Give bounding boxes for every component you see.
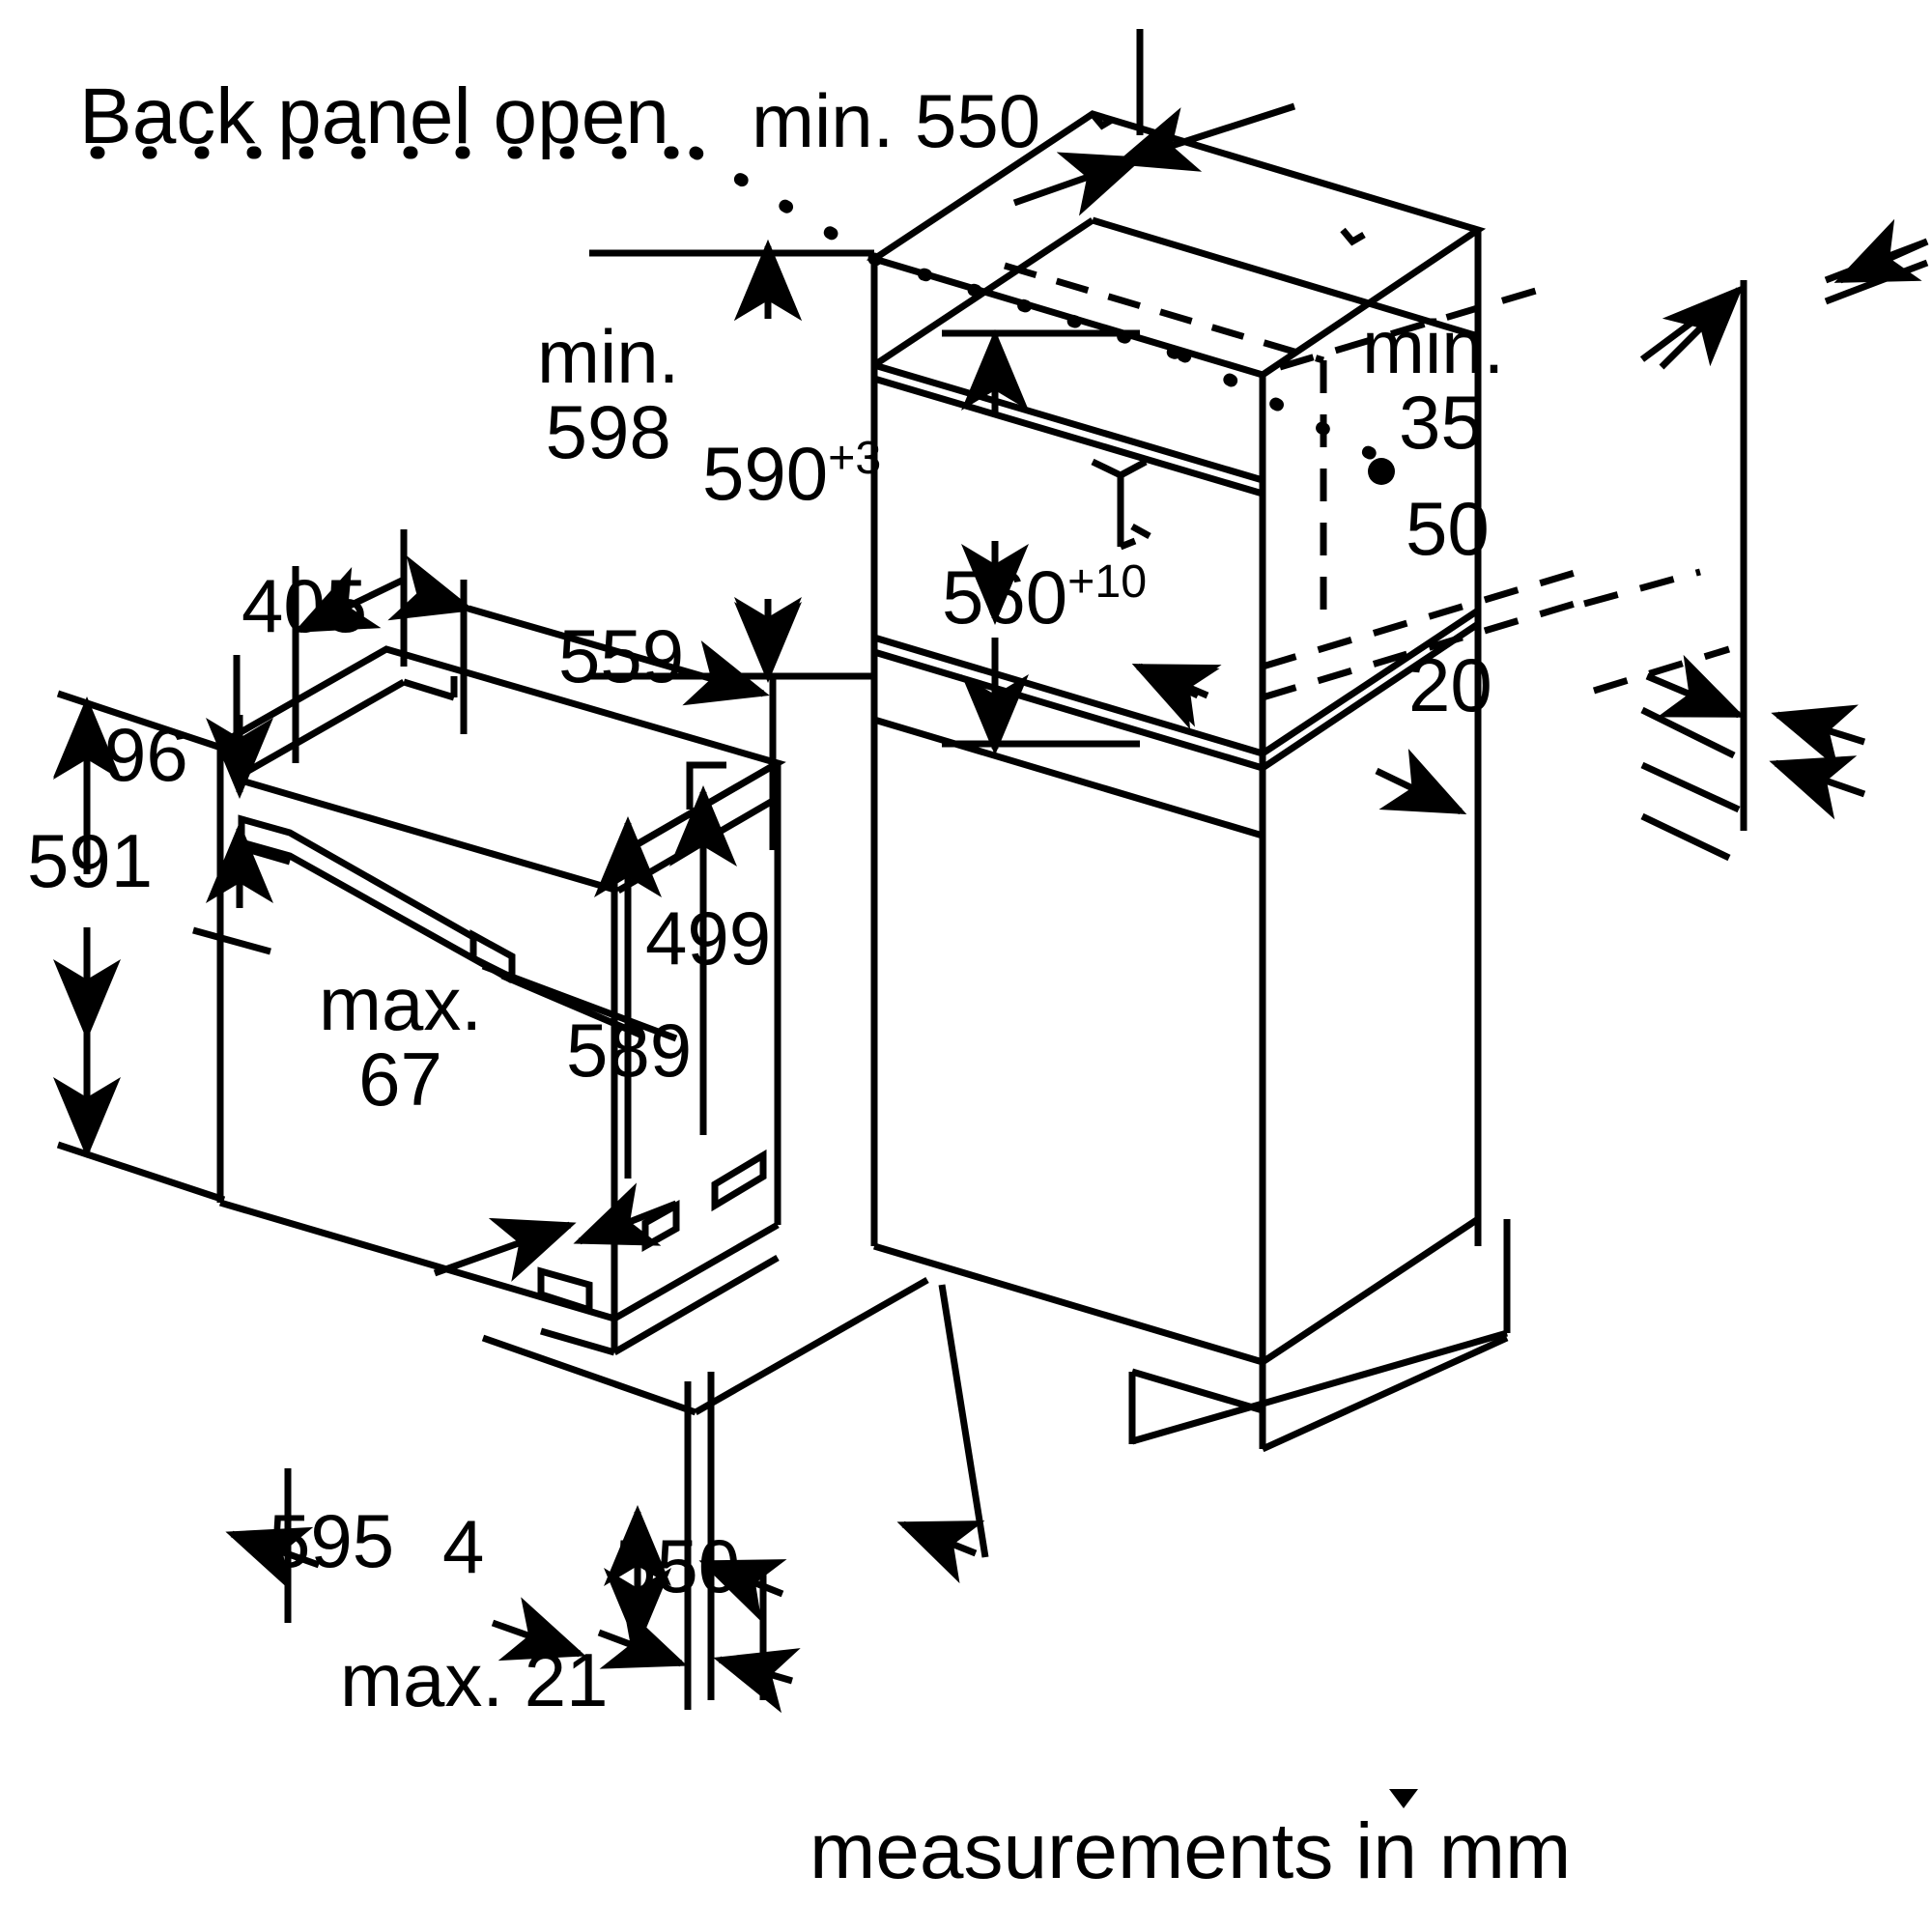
- dim-label-max-67: max. 67: [319, 966, 482, 1117]
- dim-sup-560: +10: [1067, 555, 1148, 608]
- dim-label-589: 589: [566, 1008, 693, 1093]
- right-panel-edges: [1583, 568, 1731, 695]
- dim-label-max-21: max. 21: [340, 1637, 609, 1722]
- dim-label-559: 559: [558, 613, 685, 698]
- dim-prefix-min-598: min.: [537, 314, 680, 399]
- dim-550-leaders: [896, 1284, 989, 1584]
- dim-label-20: 20: [1408, 642, 1492, 727]
- back-panel-open-leader: [90, 146, 1378, 461]
- dim-559: [387, 555, 777, 850]
- cabinet-niche-body: [866, 110, 1511, 1453]
- dim-prefix-min-35: min.: [1362, 304, 1505, 389]
- dim-560-arrows: [1131, 663, 1467, 815]
- dim-label-550-bottom: 550: [614, 1523, 741, 1608]
- dim-590: [942, 329, 1140, 755]
- dim-right-group: [1639, 218, 1929, 862]
- dim-label-595: 595: [269, 1498, 395, 1583]
- dim-499-589: [594, 785, 737, 1179]
- dim-value-560: 560: [942, 554, 1068, 639]
- dim-max67: [433, 972, 678, 1282]
- dim-label-591: 591: [27, 818, 154, 903]
- units-note-label: measurements in mm: [810, 1807, 1572, 1895]
- leader-endpoint-dot: [1368, 458, 1395, 485]
- dim-label-min-598: min. 598: [537, 319, 679, 469]
- dim-595: [225, 1468, 586, 1662]
- dim-value-min-550: 550: [915, 78, 1041, 163]
- dim-label-405: 405: [242, 563, 368, 648]
- dim-label-50: 50: [1406, 486, 1490, 571]
- dim-label-590: 590+3: [702, 435, 881, 511]
- oven-bottom-edges: [481, 1276, 929, 1416]
- dim-96: [192, 655, 273, 955]
- mm-note-marker: [1389, 1789, 1418, 1808]
- dim-min-550: [1012, 29, 1296, 216]
- dim-label-min-35: min. 35: [1362, 309, 1504, 460]
- dim-value-min-35: 35: [1399, 380, 1483, 465]
- dim-value-max-67: 67: [358, 1037, 442, 1122]
- dim-label-560: 560+10: [942, 558, 1147, 635]
- dim-label-499: 499: [645, 895, 772, 980]
- dim-max67-lines: [481, 962, 678, 1042]
- back-panel-open-label: Back panel open: [79, 72, 669, 160]
- dim-label-4: 4: [442, 1504, 485, 1589]
- dim-value-min-598: 598: [545, 389, 671, 474]
- dim-prefix-min-550: min.: [752, 78, 895, 163]
- dim-value-590: 590: [702, 431, 829, 516]
- dim-prefix-max-67: max.: [319, 961, 483, 1046]
- niche-hidden-edges: [1261, 281, 1586, 701]
- dim-max21: [597, 1372, 801, 1714]
- dim-label-min-550: min. 550: [752, 83, 1040, 158]
- dim-label-96: 96: [104, 712, 188, 797]
- dim-sup-590: +3: [828, 432, 882, 484]
